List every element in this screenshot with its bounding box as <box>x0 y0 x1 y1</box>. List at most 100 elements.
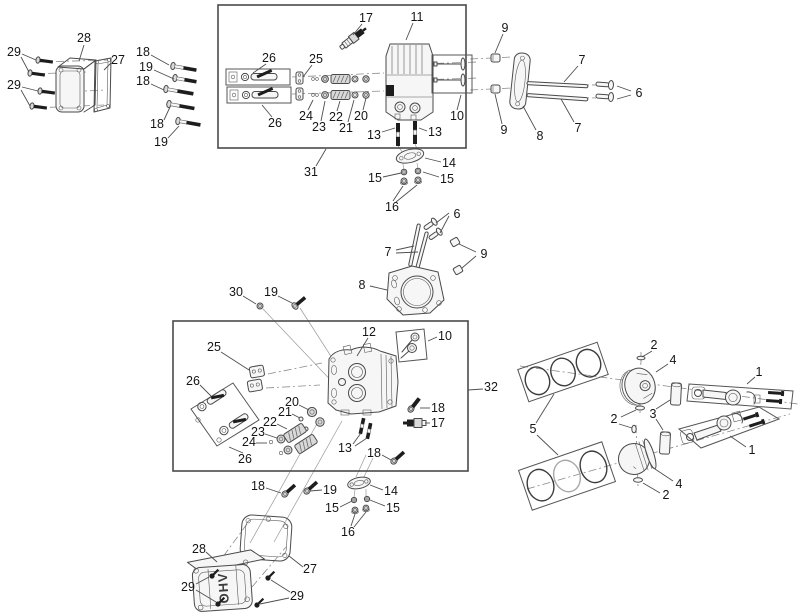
leader-line <box>522 105 537 131</box>
leader-line <box>309 489 323 492</box>
callout-5-69: 5 <box>530 422 537 436</box>
leader-line <box>167 125 180 139</box>
piston-pin-clip <box>631 355 646 483</box>
leader-line <box>288 555 304 568</box>
callout-1-72: 1 <box>749 443 756 457</box>
leader-line <box>655 418 664 431</box>
connecting-rod-kit <box>677 406 781 449</box>
leader-line <box>729 435 747 448</box>
callout-31-22: 31 <box>304 165 318 179</box>
pilot-nut <box>256 302 264 310</box>
callout-6-28: 6 <box>636 86 643 100</box>
head-stud <box>358 417 373 440</box>
leader-line <box>307 99 314 111</box>
leader-line <box>616 85 632 92</box>
leader-line <box>435 212 450 224</box>
leader-line <box>242 295 257 305</box>
leader-line <box>252 63 267 74</box>
leader-line <box>395 184 418 203</box>
callout-18-6: 18 <box>136 74 150 88</box>
piston-pin <box>659 382 682 455</box>
leader-line <box>21 53 37 61</box>
leader-line <box>620 409 637 418</box>
leader-line <box>153 69 175 80</box>
callout-26-9: 26 <box>262 51 276 65</box>
callout-29-62: 29 <box>181 580 195 594</box>
piston-ring-set <box>517 341 609 403</box>
leader-line <box>220 351 250 371</box>
assembly-box-32 <box>172 320 469 472</box>
cover-screw <box>215 596 226 607</box>
dowel-pin <box>449 237 464 275</box>
callout-22-45: 22 <box>263 415 277 429</box>
callout-26-42: 26 <box>186 374 200 388</box>
callout-4-70: 4 <box>676 477 683 491</box>
callout-11-12: 11 <box>411 10 424 24</box>
cover-bolt <box>29 102 48 110</box>
callout-25-10: 25 <box>309 52 323 66</box>
callout-28-60: 28 <box>192 542 206 556</box>
callout-2-71: 2 <box>663 488 670 502</box>
callout-13-51: 13 <box>338 441 352 455</box>
leader-line <box>21 86 39 92</box>
leader-line <box>616 94 632 100</box>
cylinder-head-main <box>327 343 399 416</box>
leader-line <box>20 56 30 73</box>
leader-line <box>362 97 367 111</box>
callout-7-26: 7 <box>579 53 586 67</box>
leader-line <box>369 484 384 491</box>
callout-10-41: 10 <box>438 329 452 343</box>
rocker-arm-kit <box>225 68 292 104</box>
leader-line <box>405 22 414 41</box>
callout-18-54: 18 <box>251 479 265 493</box>
leader-line <box>291 413 301 419</box>
leader-line <box>494 93 503 125</box>
head-bolt <box>172 73 197 84</box>
leader-line <box>103 62 112 71</box>
leader-lines <box>20 22 756 605</box>
callout-23-15: 23 <box>312 120 326 134</box>
leader-line <box>461 255 477 269</box>
leader-line <box>195 576 210 585</box>
callout-19-5: 19 <box>139 60 153 74</box>
rocker-arm-kit <box>190 382 260 447</box>
flange-nut <box>400 176 422 186</box>
assembly-box-31 <box>217 4 467 149</box>
leader-line <box>536 434 559 456</box>
leader-line <box>392 185 404 202</box>
leader-line <box>199 384 212 397</box>
valve-set-box-top <box>431 54 473 94</box>
cover-bolt <box>37 87 56 95</box>
leader-line <box>261 104 273 118</box>
flange-bolt <box>390 450 406 465</box>
leader-line <box>336 100 341 112</box>
tappet <box>595 80 614 103</box>
leader-line <box>270 579 291 593</box>
leader-line <box>353 511 367 528</box>
callout-14-56: 14 <box>384 484 398 498</box>
callout-4-65: 4 <box>670 353 677 367</box>
valve-spring-set <box>311 74 370 100</box>
leader-line <box>651 466 674 482</box>
leader-line <box>655 363 669 373</box>
valve-cover-bottom: OHV <box>186 549 265 612</box>
spark-plug <box>403 418 427 428</box>
piston <box>618 438 657 475</box>
valve-set-box-center <box>395 328 428 363</box>
head-bolt <box>163 84 194 96</box>
leader-line <box>494 33 504 54</box>
piston-ring-set <box>517 441 617 511</box>
callout-9-23: 9 <box>502 21 509 35</box>
callout-2-67: 2 <box>611 412 618 426</box>
leader-line <box>277 295 293 304</box>
callout-21-44: 21 <box>278 405 292 419</box>
leader-line <box>424 157 442 163</box>
leader-line <box>418 127 428 132</box>
callout-19-38: 19 <box>264 285 278 299</box>
callout-26-13: 26 <box>268 116 282 130</box>
flange-nut <box>351 504 370 514</box>
callout-29-1: 29 <box>7 78 21 92</box>
guide-plate <box>246 364 265 393</box>
leader-line <box>618 423 633 429</box>
